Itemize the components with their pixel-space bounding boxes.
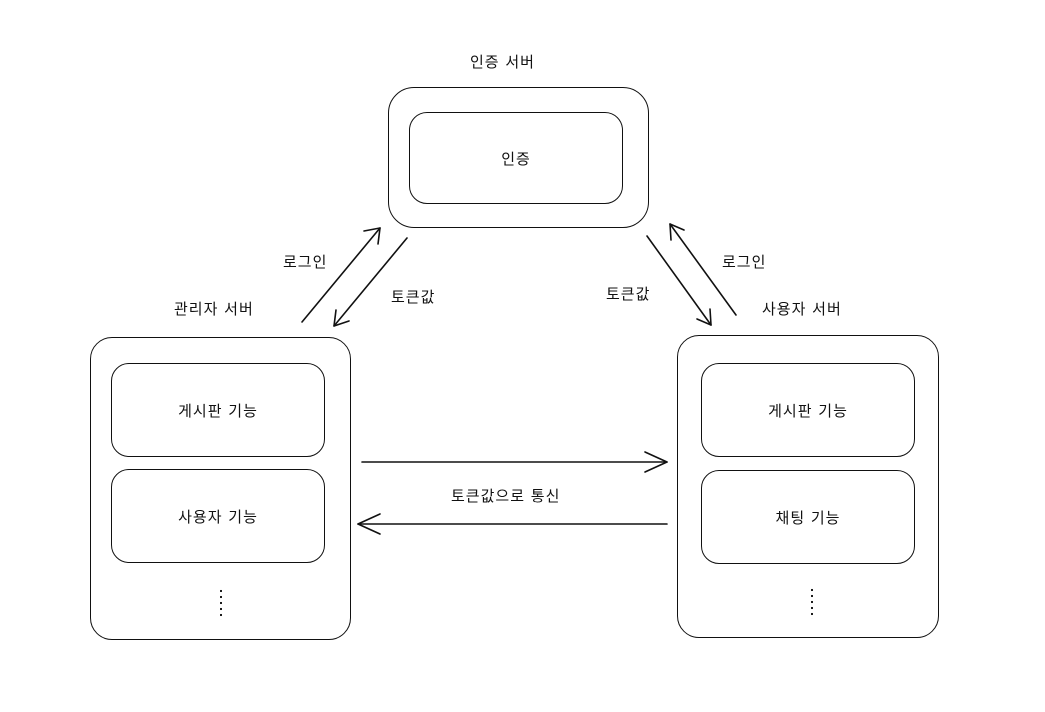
arrow-admin-token-head bbox=[333, 309, 350, 327]
user-module-board: 게시판 기능 bbox=[701, 363, 915, 457]
arrow-user-token bbox=[646, 235, 712, 326]
admin-login-label: 로그인 bbox=[283, 253, 328, 271]
auth-server-title: 인증 서버 bbox=[470, 53, 535, 71]
auth-server-box: 인증 bbox=[388, 87, 649, 228]
auth-module-label: 인증 bbox=[501, 149, 531, 168]
arrow-admin-login-head bbox=[363, 227, 381, 245]
admin-more-indicator bbox=[220, 588, 222, 620]
arrow-user-token-head bbox=[696, 308, 712, 326]
admin-module-user-label: 사용자 기능 bbox=[178, 507, 258, 526]
user-module-board-label: 게시판 기능 bbox=[768, 401, 848, 420]
auth-module: 인증 bbox=[409, 112, 623, 204]
admin-token-label: 토큰값 bbox=[391, 288, 436, 306]
user-more-indicator bbox=[811, 587, 813, 619]
user-token-label: 토큰값 bbox=[606, 285, 651, 303]
user-login-label: 로그인 bbox=[722, 253, 767, 271]
arrow-user-login-head bbox=[669, 223, 685, 241]
arrow-admin-token bbox=[333, 237, 408, 327]
server-comm-label: 토큰값으로 통신 bbox=[451, 487, 561, 505]
admin-server-box: 게시판 기능 사용자 기능 bbox=[90, 337, 351, 640]
arrow-admin-login bbox=[301, 227, 381, 323]
arrow-admin-to-user-head bbox=[644, 451, 668, 473]
user-server-title: 사용자 서버 bbox=[762, 300, 842, 318]
arrow-user-login bbox=[669, 223, 737, 316]
user-module-chat-label: 채팅 기능 bbox=[775, 508, 841, 527]
user-server-box: 게시판 기능 채팅 기능 bbox=[677, 335, 939, 638]
arrow-user-to-admin-head bbox=[357, 513, 381, 535]
admin-module-board-label: 게시판 기능 bbox=[178, 401, 258, 420]
user-module-chat: 채팅 기능 bbox=[701, 470, 915, 564]
admin-module-user: 사용자 기능 bbox=[111, 469, 325, 563]
admin-server-title: 관리자 서버 bbox=[174, 300, 254, 318]
admin-module-board: 게시판 기능 bbox=[111, 363, 325, 457]
